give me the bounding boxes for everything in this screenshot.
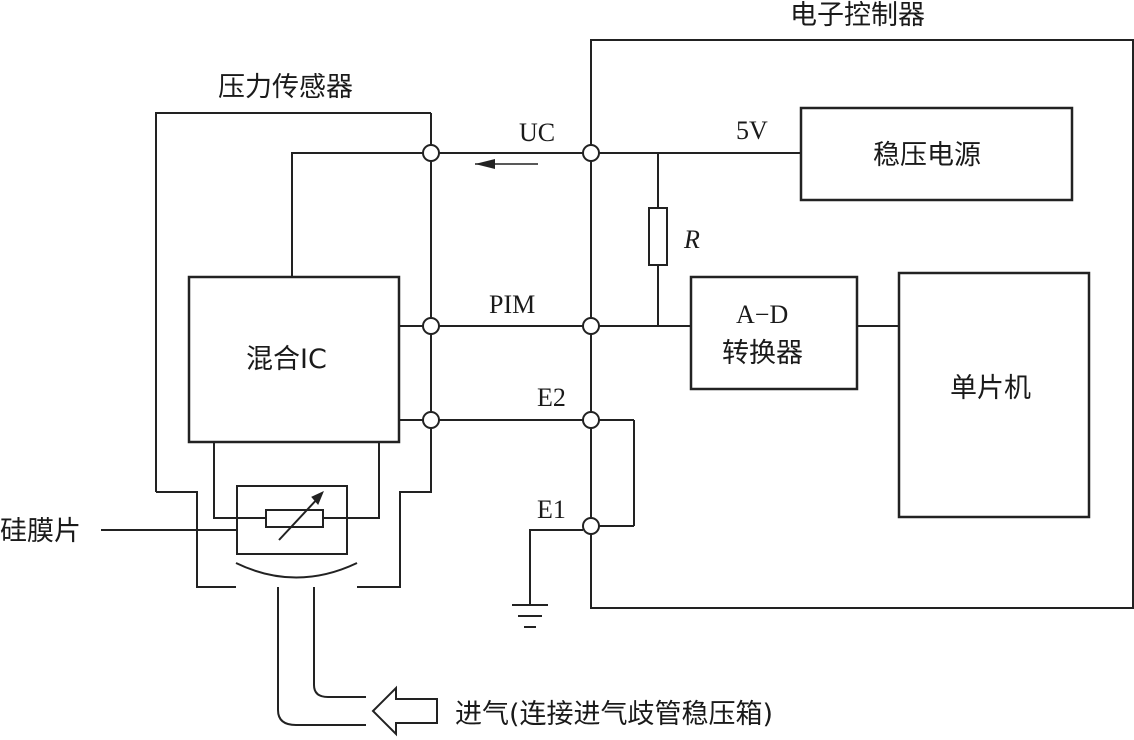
- pressure-sensor: 压力传感器 混合IC 硅膜片: [0, 72, 432, 726]
- e2-label: E2: [537, 383, 566, 412]
- signal-lines: [439, 152, 592, 628]
- sensor-housing-outer-right: [357, 428, 432, 588]
- regulator-label: 稳压电源: [873, 140, 981, 171]
- controller-title: 电子控制器: [790, 0, 925, 31]
- variable-arrow-head: [311, 491, 324, 505]
- sensor-housing-outer: [155, 112, 431, 492]
- electronic-controller: 电子控制器 稳压电源 A−D 转换器 单片机 5: [590, 0, 1134, 609]
- ground-symbol: [512, 604, 548, 628]
- pullup-resistor: [648, 207, 668, 266]
- uc-label: UC: [519, 118, 555, 147]
- silicon-diaphragm-label: 硅膜片: [0, 516, 81, 547]
- pressure-chamber: [235, 562, 358, 579]
- mcu-label: 单片机: [950, 373, 1031, 404]
- pim-label: PIM: [489, 290, 535, 319]
- intake-tube-inner: [313, 587, 366, 698]
- intake-tube-outer: [277, 587, 366, 726]
- intake-arrow: [371, 685, 438, 737]
- resistor-label: R: [683, 225, 700, 254]
- terminal-node: [582, 411, 600, 429]
- adc-label-line1: A−D: [736, 300, 788, 329]
- terminal-nodes: [422, 144, 600, 535]
- sensor-housing-outer-bottom: [156, 491, 236, 588]
- v5-label: 5V: [736, 116, 768, 145]
- uc-arrow-head: [475, 159, 495, 169]
- e1-label: E1: [537, 495, 566, 524]
- mcu-block: 单片机: [897, 271, 1091, 519]
- terminal-node: [422, 144, 440, 162]
- terminal-node: [582, 517, 600, 535]
- terminal-node: [582, 317, 600, 335]
- silicon-diaphragm: [236, 485, 348, 555]
- intake-label: 进气(连接进气歧管稳压箱): [455, 699, 773, 730]
- terminal-node: [422, 317, 440, 335]
- terminal-node: [582, 144, 600, 162]
- piezoresistor: [265, 509, 324, 528]
- terminal-node: [422, 411, 440, 429]
- sensor-title: 压力传感器: [218, 72, 353, 103]
- controller-wiring: [599, 152, 899, 527]
- adc-label-line2: 转换器: [722, 338, 803, 369]
- adc-block: A−D 转换器: [689, 275, 859, 391]
- sensor-housing-inner: [291, 152, 431, 277]
- regulator-block: 稳压电源: [799, 106, 1074, 202]
- hybrid-ic-label: 混合IC: [246, 344, 327, 375]
- hybrid-ic-block: 混合IC: [187, 275, 401, 444]
